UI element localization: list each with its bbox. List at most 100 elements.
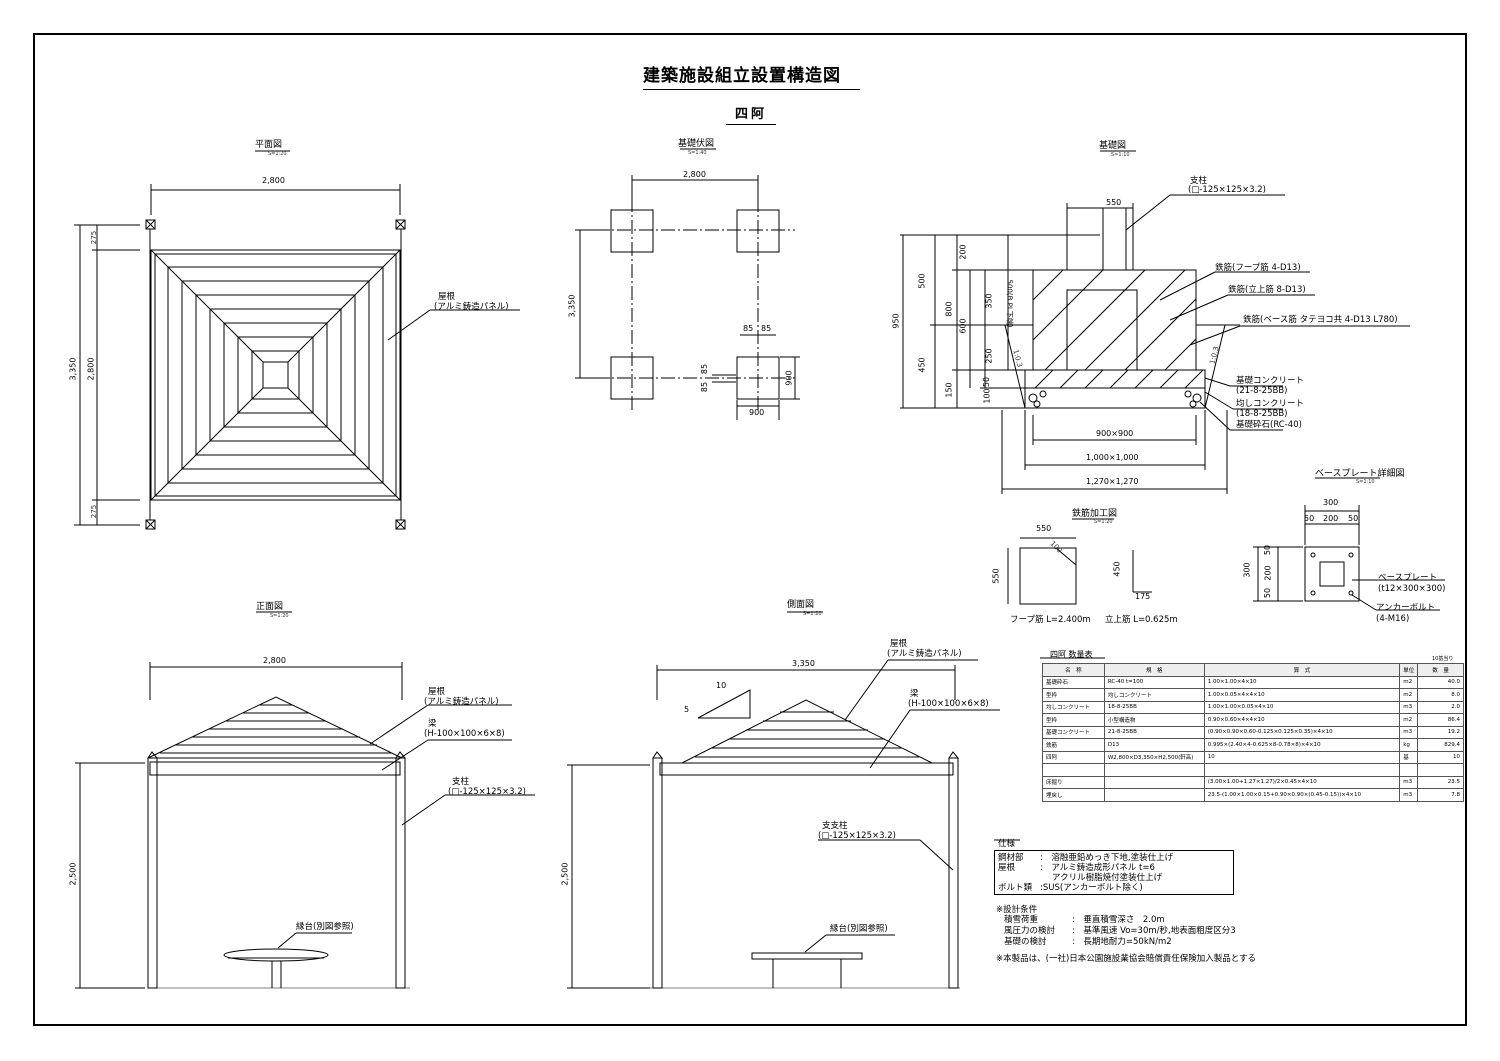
table-cell: RC-40 t=100	[1103, 675, 1205, 689]
design-cond-title: ※設計条件	[996, 905, 1038, 915]
front-title: 正面図	[256, 602, 284, 612]
bp-v200: 200	[1263, 565, 1273, 581]
table-cell: 40.0	[1417, 675, 1464, 689]
table-cell: m3	[1399, 700, 1419, 714]
front-col-sub: (□-125×125×3.2)	[448, 787, 526, 797]
design-snow-key: 積雪荷重	[1004, 915, 1039, 925]
fd-concrete: 基礎コンクリート	[1236, 376, 1305, 386]
table-cell: 10	[1203, 750, 1401, 764]
table-cell: m3	[1399, 775, 1419, 789]
fp-dim-900h: 900	[749, 408, 765, 417]
spec-bolt-text: SUS(アンカーボルト除く)	[1042, 883, 1143, 893]
fd-100: 100	[982, 388, 992, 404]
rebar-riser-length: 立上筋 L=0.625m	[1105, 615, 1178, 625]
foundation-plan-dim-width: 2,800	[683, 170, 706, 179]
table-cell: (0.90×0.90×0.60-0.125×0.125×0.35)×4×10	[1203, 725, 1401, 739]
table-cell: 基礎コンクリート	[1042, 725, 1105, 739]
fd-200: 200	[958, 244, 968, 260]
rebar-scale: S=1:20	[1094, 519, 1113, 525]
quantity-table-note: 10基当り	[1432, 656, 1454, 662]
fd-leveling-sub: (18-8-25BB)	[1236, 409, 1288, 419]
fd-350: 350	[984, 293, 994, 309]
design-wind-text: 基準風速 Vo=30m/秒,地表面粗度区分3	[1083, 926, 1236, 936]
design-snow-value: : 垂直積雪深さ 2.0m	[1072, 915, 1165, 925]
side-col-sub: (□-125×125×3.2)	[818, 831, 896, 841]
fd-950: 950	[891, 313, 901, 329]
insurance-note: ※本製品は、(一社)日本公園施設業協会賠償責任保険加入製品とする	[996, 954, 1257, 964]
fd-w1000: 1,000×1,000	[1086, 453, 1139, 462]
table-cell: 21-8-25BB	[1103, 725, 1205, 739]
plan-roof-label: 屋根	[438, 292, 456, 302]
fd-rebar-riser: 鉄筋(立上筋 8-D13)	[1228, 285, 1306, 295]
foundation-scale: S=1:10	[1111, 152, 1130, 158]
table-cell: 0.90×0.60×4×4×10	[1203, 713, 1401, 727]
spec-steel-key: 鋼材部	[998, 853, 1024, 863]
plan-dim-inner: 2,800	[86, 357, 96, 381]
fd-w1270: 1,270×1,270	[1086, 477, 1139, 486]
table-cell	[1103, 775, 1205, 789]
table-cell	[1417, 763, 1464, 777]
fd-rebar-base: 鉄筋(ベース筋 タテヨコ共 4-D13 L780)	[1243, 315, 1398, 325]
table-cell: 型枠	[1042, 713, 1105, 727]
design-wind-value: : 基準風速 Vo=30m/秒,地表面粗度区分3	[1072, 926, 1236, 936]
spec-bolt-value: :SUS(アンカーボルト除く)	[1040, 883, 1143, 893]
fd-550: 550	[1106, 198, 1122, 207]
fd-500b: 500(B.PL下端)	[1005, 279, 1014, 328]
bp-v300: 300	[1242, 562, 1252, 578]
spec-roof-value: : アルミ鋳造成形パネル t=6	[1040, 863, 1155, 873]
bp-plate-sub: (t12×300×300)	[1378, 584, 1446, 594]
table-cell: m3	[1399, 725, 1419, 739]
fd-150: 150	[944, 382, 954, 398]
table-cell: 均しコンクリート	[1042, 700, 1105, 714]
table-cell	[1203, 763, 1401, 777]
drawing-subtitle: 四阿	[735, 107, 768, 122]
quantity-header-cell: 単位	[1399, 663, 1419, 677]
quantity-header-cell: 算 式	[1203, 663, 1401, 677]
plan-scale: S=1:20	[268, 151, 287, 157]
bp-anchor-label: アンカーボルト	[1376, 603, 1436, 613]
plan-title: 平面図	[255, 140, 283, 150]
table-cell: m3	[1399, 788, 1419, 802]
quantity-table-title: 四阿 数量表	[1050, 650, 1093, 659]
table-cell: m2	[1399, 688, 1419, 702]
quantity-header-cell: 規 格	[1103, 663, 1205, 677]
drawing-frame	[33, 33, 1467, 1026]
fd-rebar-hoop: 鉄筋(フープ筋 4-D13)	[1215, 263, 1301, 273]
side-dim-height: 2,500	[560, 862, 570, 886]
side-beam: 梁	[910, 689, 919, 699]
spec-steel-text: 溶融亜鉛めっき下地,塗装仕上げ	[1051, 853, 1174, 863]
spec-roof-key: 屋根	[998, 863, 1016, 873]
foundation-plan-scale: S=1:40	[688, 150, 707, 156]
spec-box	[994, 850, 1234, 895]
design-wind-key: 風圧力の検討	[1004, 926, 1056, 936]
foundation-col-sub: (□-125×125×3.2)	[1188, 185, 1266, 195]
design-foundation-key: 基礎の検討	[1004, 937, 1047, 947]
table-cell: 床掘り	[1042, 775, 1105, 789]
side-bench: 縁台(別図参照)	[830, 924, 888, 934]
table-cell: W2,800×D3,350×H2,500(軒高)	[1103, 750, 1205, 764]
fd-w900: 900×900	[1096, 429, 1134, 438]
bp-v50b: 50	[1263, 587, 1273, 599]
table-cell: 基	[1399, 750, 1419, 764]
baseplate-title: ベースプレート詳細図	[1315, 469, 1405, 479]
rebar-550v: 550	[991, 568, 1001, 584]
bp-50a: 50	[1304, 514, 1315, 523]
design-foundation-value: : 長期地耐力=50kN/m2	[1072, 937, 1172, 947]
baseplate-detail-view	[1253, 477, 1445, 611]
foundation-plan-view	[575, 148, 800, 420]
side-pitch-run: 10	[716, 681, 727, 690]
table-cell: 86.4	[1417, 713, 1464, 727]
spec-steel-value: : 溶融亜鉛めっき下地,塗装仕上げ	[1040, 853, 1174, 863]
table-cell: 7.8	[1417, 788, 1464, 802]
fd-800: 800	[944, 301, 954, 317]
table-cell: m2	[1399, 713, 1419, 727]
front-roof: 屋根	[428, 687, 446, 697]
spec-roof-finish: アクリル樹脂焼付塗装仕上げ	[1052, 873, 1163, 883]
design-foundation-text: 長期地耐力=50kN/m2	[1083, 937, 1172, 947]
fd-leveling: 均しコンクリート	[1236, 399, 1305, 409]
